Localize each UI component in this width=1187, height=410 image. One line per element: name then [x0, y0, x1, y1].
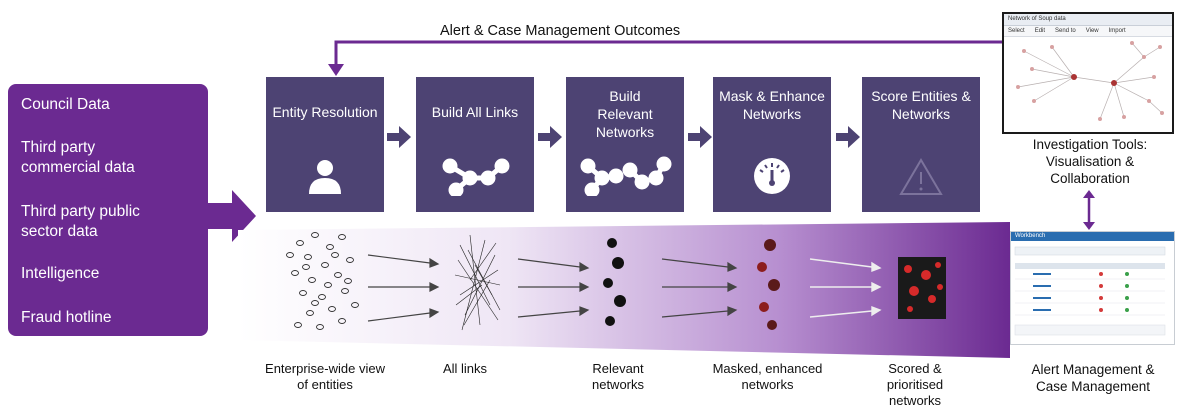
window-menu: Select Edit Send to View Import	[1004, 26, 1172, 37]
step-title: Score Entities & Networks	[871, 88, 971, 122]
relevant-network-clusters	[603, 238, 626, 326]
stage-label-all-links: All links	[442, 361, 488, 376]
feedback-arrow	[328, 40, 1005, 76]
networks-icon	[580, 156, 672, 196]
step-score-entities: Score Entities & Networks	[862, 77, 980, 212]
menu-send-to: Send to	[1055, 28, 1076, 34]
entities-scatter	[286, 232, 359, 330]
menu-edit: Edit	[1034, 28, 1046, 34]
step-build-all-links: Build All Links	[416, 77, 534, 212]
source-intelligence: Intelligence	[21, 265, 100, 282]
investigation-tool-screenshot: Network of Soup data Select Edit Send to…	[1002, 12, 1174, 134]
source-third-party-commercial: Third party commercial data	[21, 139, 135, 176]
step-arrow	[387, 126, 411, 148]
step-mask-enhance: Mask & Enhance Networks	[713, 77, 831, 212]
step-arrow	[836, 126, 860, 148]
menu-view: View	[1085, 28, 1099, 34]
all-links-tangle	[454, 234, 501, 331]
window-title: Workbench	[1011, 232, 1174, 241]
step-build-relevant-networks: Build Relevant Networks	[566, 77, 684, 212]
bidirectional-arrow	[1083, 190, 1095, 230]
step-arrow	[538, 126, 562, 148]
feedback-label: Alert & Case Management Outcomes	[440, 23, 681, 39]
menu-import: Import	[1108, 28, 1126, 34]
step-arrow	[688, 126, 712, 148]
step-title: Entity Resolution	[272, 104, 378, 120]
scored-network-cluster	[898, 257, 946, 319]
investigation-label: Investigation Tools: Visualisation & Col…	[1032, 137, 1148, 186]
stage-label-relevant: Relevant networks	[591, 361, 645, 392]
gauge-icon	[754, 158, 790, 194]
network-link-icon	[442, 158, 510, 196]
masked-network-clusters	[757, 239, 780, 330]
source-fraud-hotline: Fraud hotline	[21, 309, 112, 326]
step-title: Mask & Enhance Networks	[719, 88, 825, 122]
stage-label-entities: Enterprise-wide view of entities	[265, 361, 385, 392]
pipeline-visuals	[286, 232, 946, 331]
alert-management-screenshot: Workbench	[1010, 231, 1175, 345]
stage-label-masked: Masked, enhanced networks	[712, 361, 823, 392]
alert-table	[1014, 246, 1166, 336]
menu-select: Select	[1008, 28, 1025, 34]
source-third-party-public: Third party public sector data	[21, 203, 140, 240]
step-entity-resolution: Entity Resolution	[266, 77, 384, 212]
person-icon	[309, 160, 341, 194]
data-sources-panel: Council Data Third party commercial data…	[8, 84, 208, 336]
alert-label: Alert Management & Case Management	[1031, 362, 1155, 394]
input-arrow	[208, 190, 256, 242]
pipeline-gradient-band	[238, 222, 1010, 358]
step-title: Build All Links	[431, 104, 519, 120]
network-graph	[1016, 41, 1164, 121]
step-title: Build Relevant Networks	[595, 88, 655, 140]
stage-label-scored: Scored & prioritised networks	[886, 361, 944, 408]
warning-icon	[899, 158, 943, 195]
source-council-data: Council Data	[21, 96, 110, 113]
window-title: Network of Soup data	[1004, 14, 1172, 26]
